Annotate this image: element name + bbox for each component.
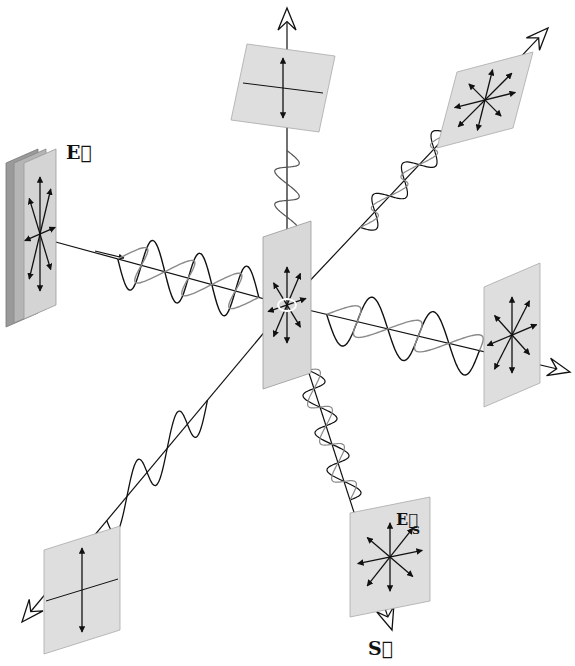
field-arrow: [29, 189, 50, 279]
field-arrow: [81, 548, 82, 632]
ray-arrowhead: [22, 599, 43, 622]
polarization-planes: [6, 44, 540, 654]
field-vector-label: E⃗: [66, 140, 92, 165]
poynting-vector-label: S⃗: [368, 636, 393, 661]
wave-curve: [327, 306, 484, 352]
field-arrow: [458, 73, 512, 127]
plane-sheet: [263, 221, 311, 389]
wave-curve: [303, 370, 361, 500]
plane-sheet: [484, 263, 540, 407]
plane-sheet: [350, 497, 430, 617]
ray-arrowhead: [547, 358, 570, 376]
plane-sheet: [231, 44, 335, 132]
ray-arrowhead: [278, 8, 296, 30]
wave-curve: [118, 248, 259, 309]
plane-sheet: [437, 52, 533, 148]
wave-curve: [118, 241, 259, 316]
wave-curve: [107, 400, 208, 534]
molecule-orbit: [278, 299, 296, 311]
wave-curve: [327, 297, 480, 375]
subscript-label: S: [412, 524, 420, 538]
incident-arrow: [95, 251, 124, 258]
wave-curve: [275, 151, 300, 234]
plane-sheet: [24, 149, 56, 319]
plane-sheet: [44, 526, 120, 654]
wave-curve: [308, 369, 357, 500]
field-arrow: [282, 58, 283, 118]
wave-curve: [360, 133, 449, 227]
field-arrow: [495, 301, 530, 370]
wave-curve: [360, 131, 449, 231]
light-waves: [107, 131, 483, 534]
ray-arrowhead: [526, 28, 548, 50]
field-arrow: [274, 273, 301, 336]
field-arrow: [367, 528, 413, 586]
